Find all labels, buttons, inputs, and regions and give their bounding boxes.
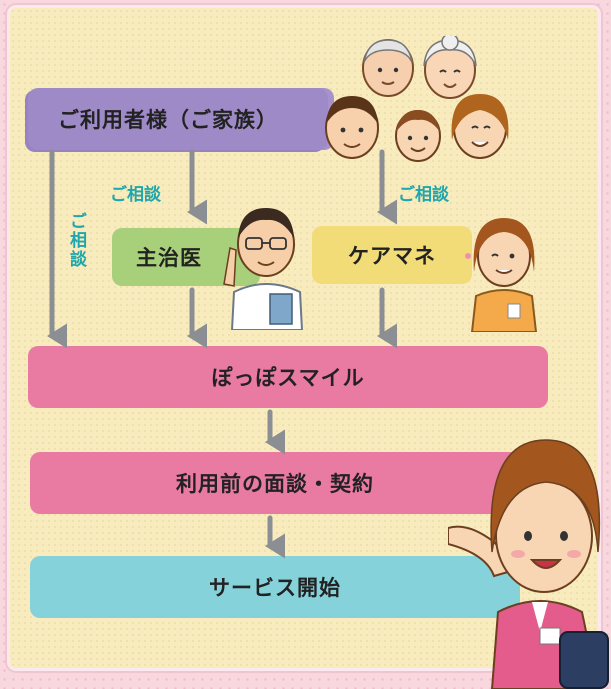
staff-guide-icon bbox=[448, 439, 609, 689]
doctor-icon bbox=[223, 208, 304, 330]
edge-label-consult-vertical: ご相談 bbox=[66, 212, 86, 269]
node-poppo-smile-label: ぽっぽスマイル bbox=[211, 366, 365, 390]
node-care-manager-label: ケアマネ bbox=[348, 244, 436, 268]
node-family: ご利用者様（ご家族） bbox=[28, 88, 328, 150]
edge-label-consult-right: ご相談 bbox=[398, 185, 449, 205]
family-icon bbox=[325, 94, 509, 162]
node-interview-contract-label: 利用前の面談・契約 bbox=[176, 472, 374, 496]
node-poppo-smile: ぽっぽスマイル bbox=[28, 346, 548, 408]
node-interview-contract: 利用前の面談・契約 bbox=[30, 452, 520, 514]
node-service-start: サービス開始 bbox=[30, 556, 520, 618]
node-service-start-label: サービス開始 bbox=[209, 576, 341, 600]
edge-label-consult-left: ご相談 bbox=[110, 185, 161, 205]
node-family-label: ご利用者様（ご家族） bbox=[58, 108, 278, 132]
care-manager-icon bbox=[465, 218, 538, 332]
node-care-manager: ケアマネ bbox=[312, 226, 472, 284]
node-doctor-label: 主治医 bbox=[136, 246, 202, 270]
elderly-couple-icon bbox=[362, 36, 477, 99]
